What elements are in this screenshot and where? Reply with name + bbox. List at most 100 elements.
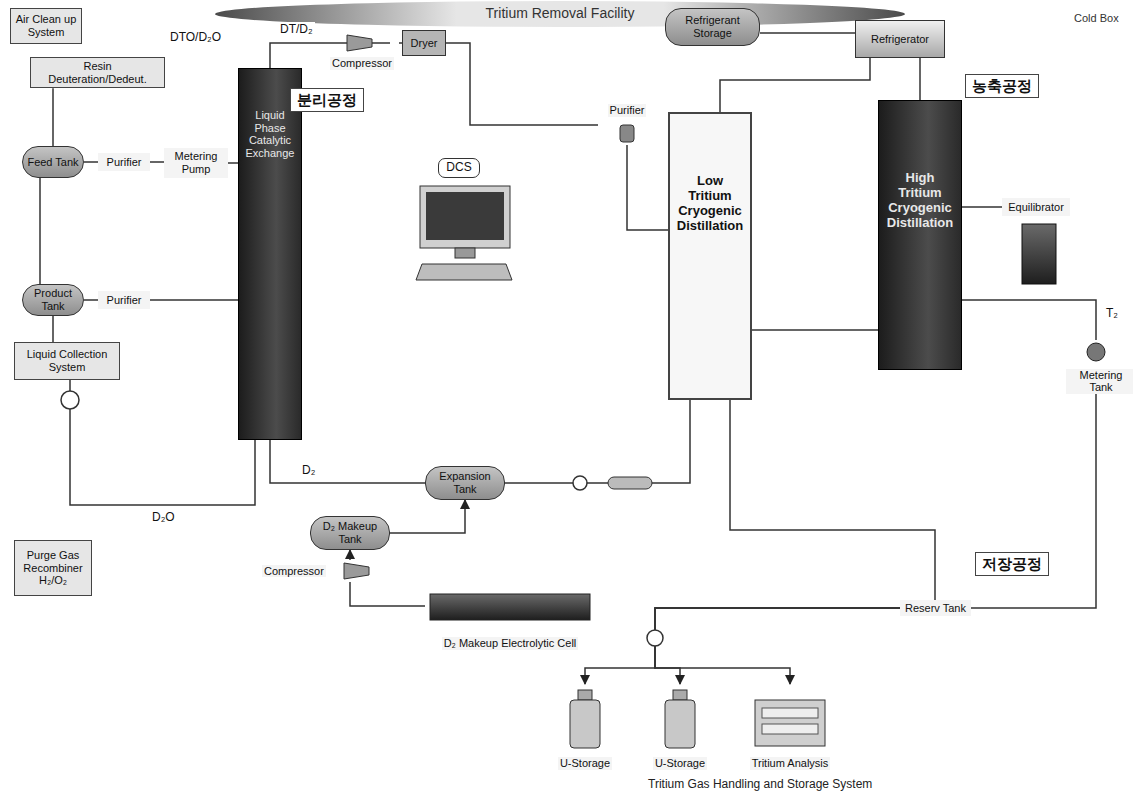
node-label: Metering Tank bbox=[1066, 369, 1133, 394]
reserve-tank: Reserv Tank bbox=[900, 600, 971, 616]
metering-tank: Metering Tank bbox=[1066, 340, 1133, 394]
node-label: Compressor bbox=[330, 57, 394, 70]
pipe-line bbox=[349, 550, 351, 560]
feed-tank: Feed Tank bbox=[22, 146, 84, 178]
system-box: Liquid Collection System bbox=[14, 342, 120, 380]
storage-bottle: U-Storage bbox=[640, 684, 720, 770]
equilibrator: Equilibrator bbox=[1002, 198, 1070, 216]
process-name: 분리공정 bbox=[290, 88, 364, 112]
control-system: DCS bbox=[438, 158, 480, 178]
housing-front bbox=[520, 65, 1060, 445]
pipe-line bbox=[962, 206, 1002, 208]
housing-top bbox=[520, 488, 1126, 540]
pipe bbox=[70, 380, 255, 505]
pipe bbox=[372, 42, 390, 44]
pipe-line bbox=[627, 145, 668, 230]
bottle-body bbox=[665, 700, 695, 748]
pipe-line bbox=[150, 161, 164, 163]
node-label: DCS bbox=[446, 161, 471, 175]
stream-label: T₂ bbox=[1104, 306, 1120, 320]
cold-box: Refrigerant StorageRefrigeratorPurifierL… bbox=[518, 4, 1128, 450]
system-caption: Tritium Gas Handling and Storage System bbox=[648, 777, 872, 791]
node-label: Dryer bbox=[411, 37, 438, 50]
node-label: Purifier bbox=[608, 104, 647, 117]
housing-top bbox=[520, 8, 1126, 65]
title-banner bbox=[215, 1, 905, 27]
region-outline bbox=[518, 486, 1128, 798]
refrigerator: Refrigerator bbox=[855, 20, 945, 58]
pipe-line bbox=[39, 178, 41, 284]
pipe-line bbox=[390, 500, 465, 533]
node-label: Product Tank bbox=[27, 287, 79, 312]
stream-label: DTO/D₂O bbox=[168, 30, 223, 44]
stream-label: DT/D₂ bbox=[278, 22, 315, 36]
process-ellipse bbox=[126, 49, 377, 517]
system-box: Air Clean up System bbox=[10, 8, 82, 44]
pump-symbol bbox=[647, 630, 663, 646]
metering-tank-symbol bbox=[1087, 343, 1105, 361]
node-label: U-Storage bbox=[653, 757, 707, 770]
housing-front bbox=[520, 540, 1060, 772]
pipe-line bbox=[52, 88, 54, 146]
bottle-neck bbox=[578, 690, 592, 700]
compressor-symbol bbox=[344, 563, 369, 579]
storage-system: Reserv TankU-Storage U-Storage Tritium Ana… bbox=[518, 486, 1128, 798]
separation-region: Liquid Phase Catalytic Exchange분리공정 bbox=[125, 48, 378, 518]
pipe-line bbox=[655, 608, 900, 684]
equilibrator-symbol bbox=[1022, 224, 1056, 284]
resin-box: Resin Deuteration/Dedeut. bbox=[30, 57, 165, 88]
node-label: Refrigerant Storage bbox=[670, 14, 755, 39]
region-outline bbox=[518, 4, 1128, 450]
analyzer-drawer bbox=[762, 724, 818, 734]
node-label: Refrigerator bbox=[871, 33, 929, 46]
pipe-line bbox=[270, 43, 325, 68]
analyzer-drawer bbox=[762, 708, 818, 718]
recombiner-box: Purge Gas Recombiner H₂/O₂ bbox=[14, 540, 92, 596]
node-label: Tritium Analysis bbox=[750, 757, 831, 770]
pump-symbol bbox=[573, 476, 587, 490]
node-label: Resin Deuteration/Dedeut. bbox=[35, 60, 160, 85]
stream-label: D₂ bbox=[300, 463, 317, 477]
pipe-line bbox=[752, 329, 878, 331]
makeup-tank: D₂ Makeup Tank bbox=[310, 516, 390, 550]
bottle-neck bbox=[673, 690, 687, 700]
node-label: Low Tritium Cryogenic Distillation bbox=[674, 174, 746, 234]
pipe-line bbox=[350, 582, 425, 606]
pipe-line bbox=[962, 300, 1096, 340]
pipe-line bbox=[760, 32, 855, 34]
product-tank: Product Tank bbox=[22, 284, 84, 316]
region-name: Cold Box bbox=[1074, 12, 1119, 24]
pipe-line bbox=[971, 394, 1096, 608]
process-name: 농축공정 bbox=[965, 74, 1039, 98]
pipe-line bbox=[446, 43, 598, 125]
node-label: U-Storage bbox=[558, 757, 612, 770]
node-label: Liquid Collection System bbox=[19, 348, 115, 373]
dryer: Dryer bbox=[402, 30, 446, 56]
node-label: Reserv Tank bbox=[905, 602, 966, 615]
pipe-line bbox=[52, 316, 54, 342]
pipe-line bbox=[84, 161, 98, 163]
node-label: Metering Pump bbox=[167, 150, 225, 175]
pipe-line bbox=[655, 608, 900, 684]
monitor-frame bbox=[420, 186, 510, 248]
electrolytic-cell-symbol bbox=[430, 594, 590, 620]
purifier: Purifier bbox=[98, 153, 150, 171]
pipe-line bbox=[585, 608, 900, 684]
stream-label: D₂O bbox=[150, 510, 177, 524]
process-name: 저장공정 bbox=[975, 552, 1049, 576]
distillation-column: High Tritium Cryogenic Distillation bbox=[878, 100, 962, 370]
node-label: D₂ Makeup Electrolytic Cell bbox=[442, 637, 579, 650]
pipe-line bbox=[270, 440, 425, 483]
valve-symbol bbox=[608, 477, 652, 489]
node-label: Compressor bbox=[262, 565, 326, 578]
pipe bbox=[325, 42, 347, 44]
node-label: Feed Tank bbox=[27, 156, 78, 169]
node-label: Purifier bbox=[107, 294, 142, 307]
exchange-column: Liquid Phase Catalytic Exchange bbox=[238, 68, 302, 440]
node-label: Purifier bbox=[107, 156, 142, 169]
node-label: Expansion Tank bbox=[430, 470, 500, 495]
pump-symbol bbox=[61, 391, 79, 409]
analyzer-body bbox=[755, 700, 825, 746]
node-label: Purge Gas Recombiner H₂/O₂ bbox=[19, 549, 87, 587]
